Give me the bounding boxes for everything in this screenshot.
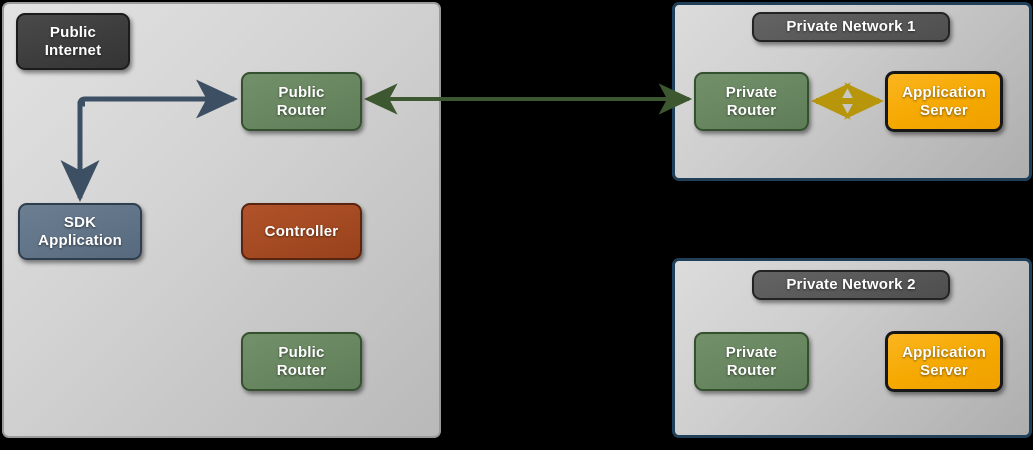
node-application-server-2[interactable]: Application Server (885, 331, 1003, 392)
node-private-router-1[interactable]: Private Router (694, 72, 809, 131)
private-network-1-title: Private Network 1 (752, 12, 950, 42)
node-public-internet[interactable]: Public Internet (16, 13, 130, 70)
node-public-router-top[interactable]: Public Router (241, 72, 362, 131)
node-private-router-2[interactable]: Private Router (694, 332, 809, 391)
node-public-router-bottom[interactable]: Public Router (241, 332, 362, 391)
private-network-2-title: Private Network 2 (752, 270, 950, 300)
node-sdk-application[interactable]: SDK Application (18, 203, 142, 260)
node-application-server-1[interactable]: Application Server (885, 71, 1003, 132)
node-controller[interactable]: Controller (241, 203, 362, 260)
